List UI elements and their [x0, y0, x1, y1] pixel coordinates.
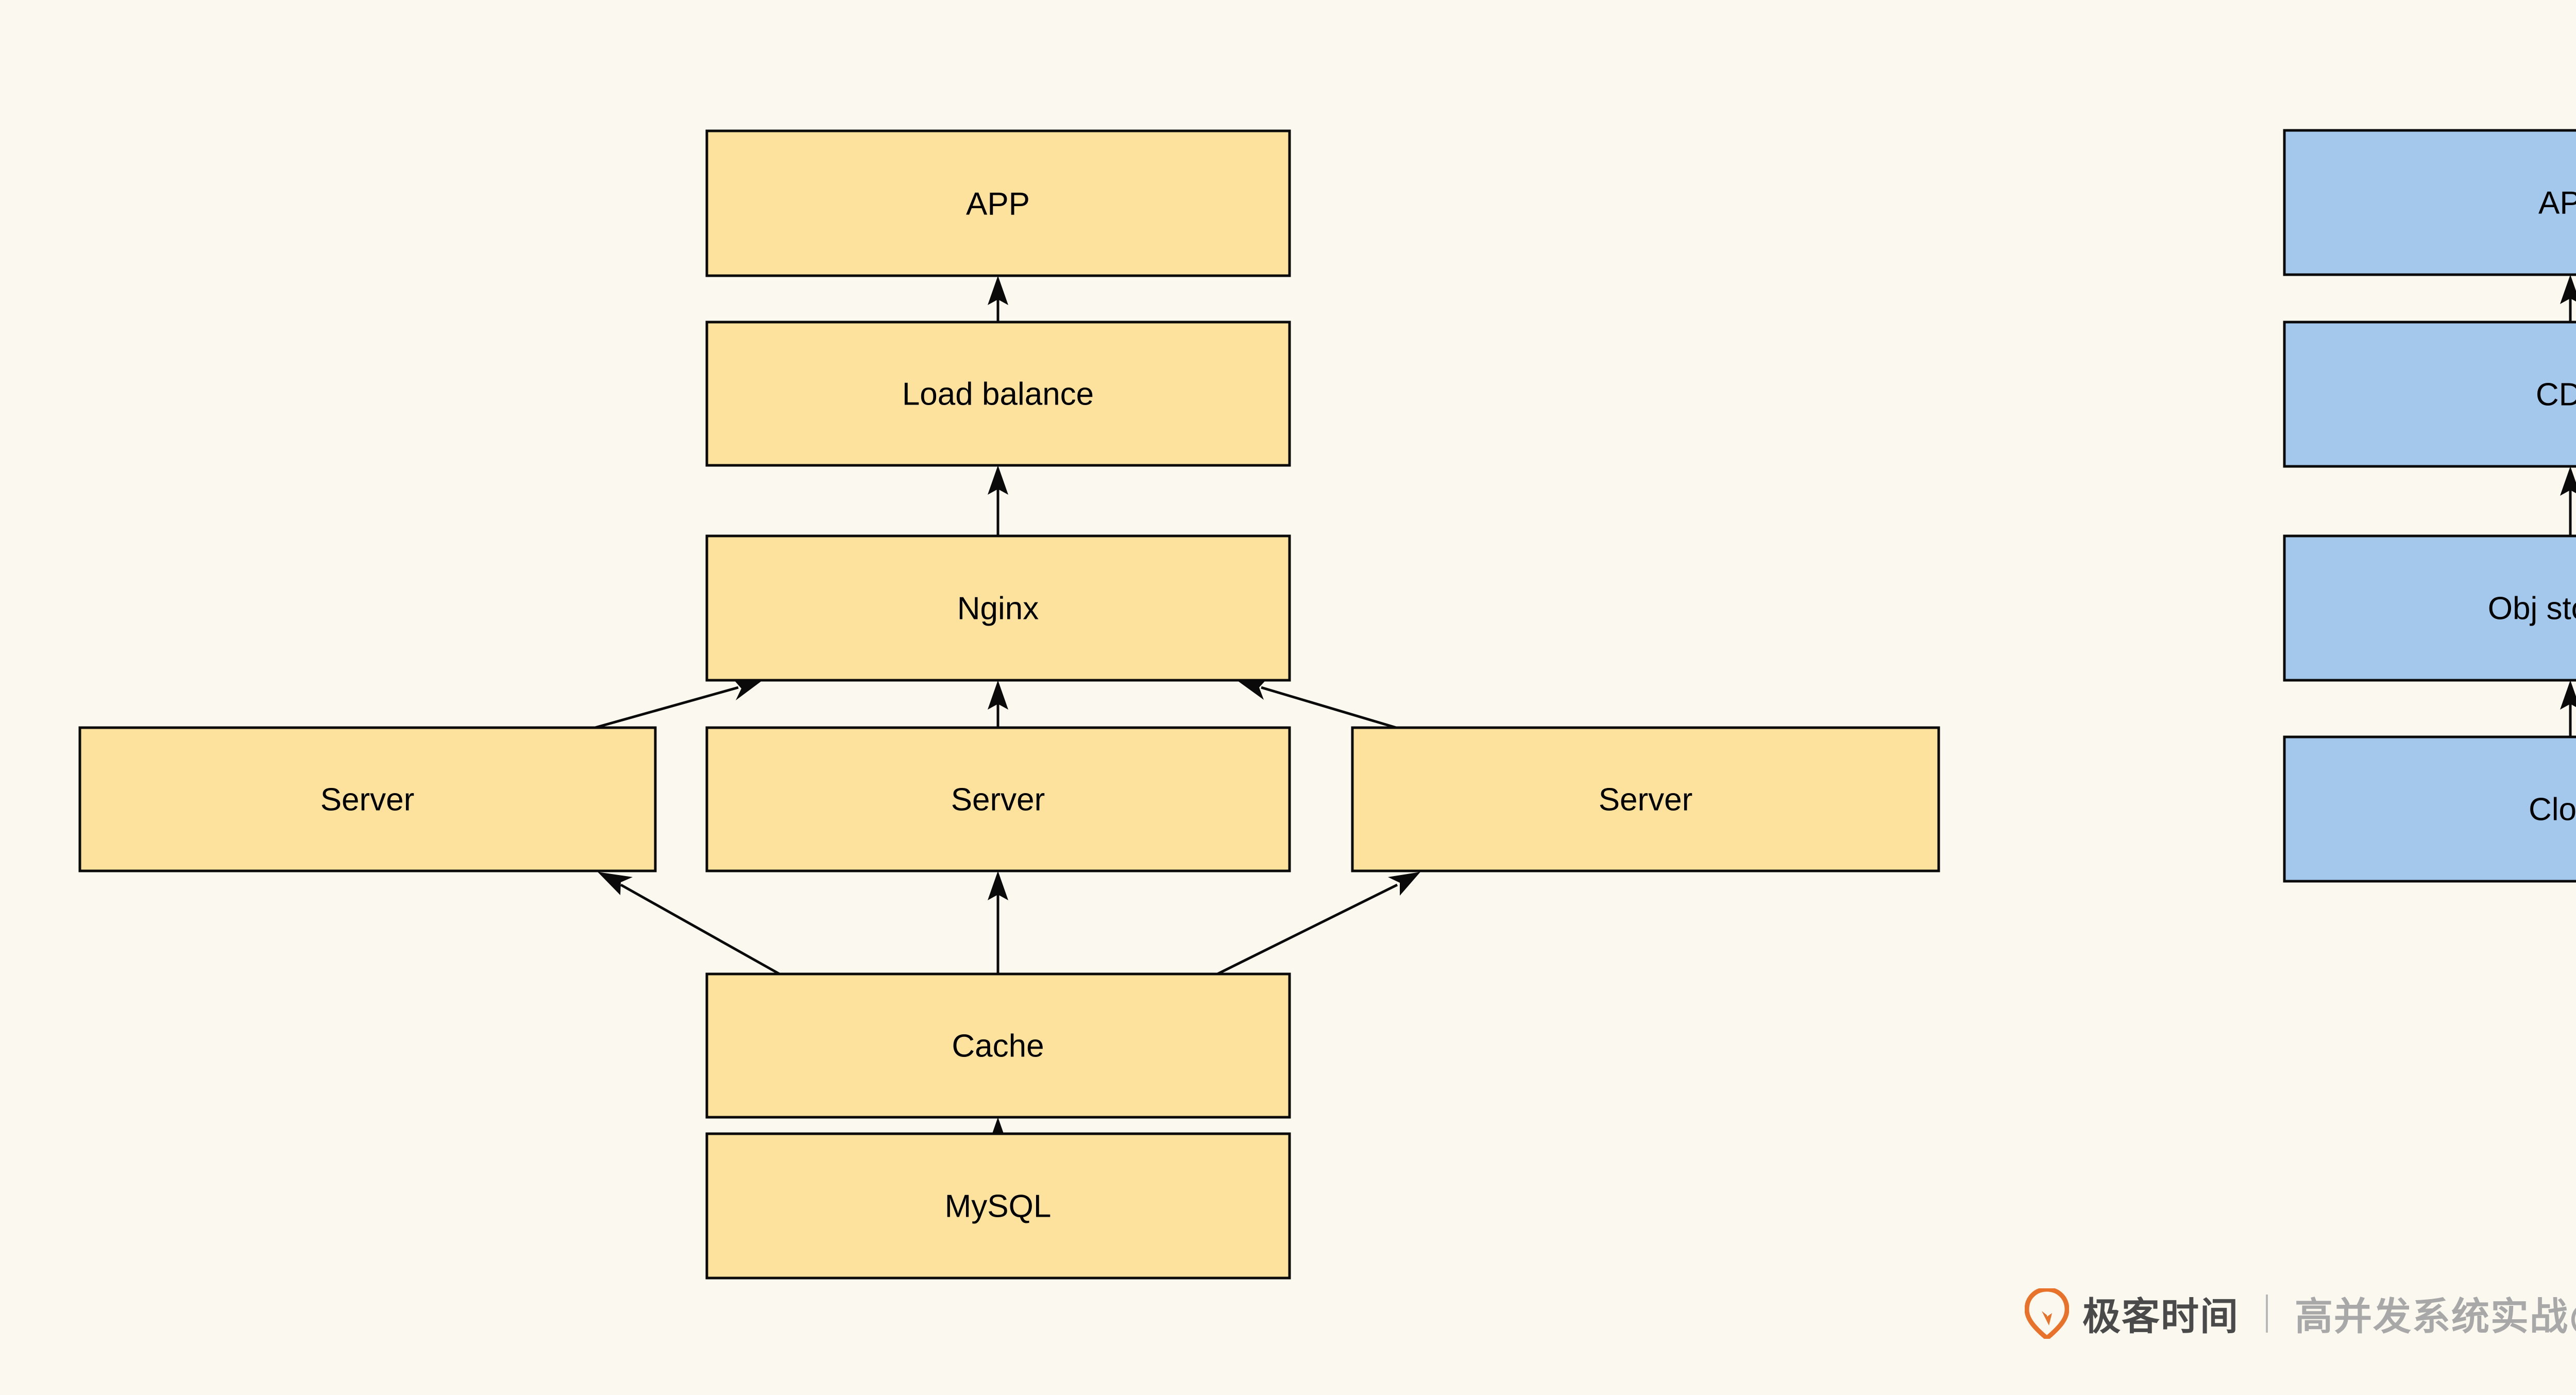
- node-nginx-label: Nginx: [957, 591, 1039, 626]
- watermark-separator: [2266, 1294, 2268, 1333]
- node-server-right[interactable]: Server: [1351, 726, 1940, 872]
- edge-load-balance-to-app: [988, 276, 1008, 322]
- node-app[interactable]: APP: [705, 129, 1291, 277]
- node-server-mid[interactable]: Server: [705, 726, 1291, 872]
- left-stack: APP Load balance Nginx Server Server Ser: [78, 129, 1940, 1280]
- node-cdn-label: CDN: [2536, 377, 2576, 412]
- node-obj-storage-label: Obj storage: [2488, 591, 2576, 626]
- node-load-balance-label: Load balance: [902, 376, 1094, 412]
- node-load-balance[interactable]: Load balance: [705, 321, 1291, 467]
- edge-cdn-to-app: [2560, 275, 2576, 322]
- right-stack: APP CDN Obj storage Cloud: [2283, 129, 2576, 883]
- node-app-cdn-label: APP: [2538, 185, 2576, 221]
- edge-obj-storage-to-cdn: [2560, 466, 2576, 536]
- node-nginx[interactable]: Nginx: [705, 534, 1291, 682]
- edge-server-mid-to-nginx: [988, 680, 1008, 728]
- node-cache-label: Cache: [952, 1028, 1044, 1064]
- node-server-right-label: Server: [1599, 782, 1693, 817]
- node-server-left-label: Server: [320, 782, 415, 817]
- node-obj-storage[interactable]: Obj storage: [2283, 534, 2576, 682]
- node-cache[interactable]: Cache: [705, 972, 1291, 1119]
- node-cloud[interactable]: Cloud: [2283, 735, 2576, 883]
- geekbang-logo-icon: [2025, 1288, 2069, 1339]
- node-cloud-label: Cloud: [2529, 792, 2576, 827]
- node-server-left[interactable]: Server: [78, 726, 657, 872]
- watermark-subtitle: 高并发系统实战@蓝天: [2295, 1295, 2576, 1339]
- node-mysql[interactable]: MySQL: [705, 1132, 1291, 1280]
- edge-cache-to-server-mid: [988, 871, 1008, 974]
- node-app-cdn[interactable]: APP: [2283, 129, 2576, 276]
- watermark-brand: 极客时间: [2082, 1295, 2239, 1339]
- edge-cache-to-server-right: [1216, 872, 1420, 976]
- node-server-mid-label: Server: [951, 782, 1045, 817]
- node-app-label: APP: [966, 186, 1030, 222]
- edge-nginx-to-load-balance: [988, 465, 1008, 536]
- node-cdn[interactable]: CDN: [2283, 321, 2576, 468]
- edge-server-left-to-nginx: [595, 676, 762, 729]
- edge-cloud-to-obj-storage: [2560, 680, 2576, 737]
- watermark: 极客时间 高并发系统实战@蓝天: [2025, 1286, 2576, 1341]
- node-mysql-label: MySQL: [945, 1188, 1052, 1224]
- edge-server-right-to-nginx: [1238, 676, 1397, 729]
- edge-cache-to-server-left: [598, 872, 781, 976]
